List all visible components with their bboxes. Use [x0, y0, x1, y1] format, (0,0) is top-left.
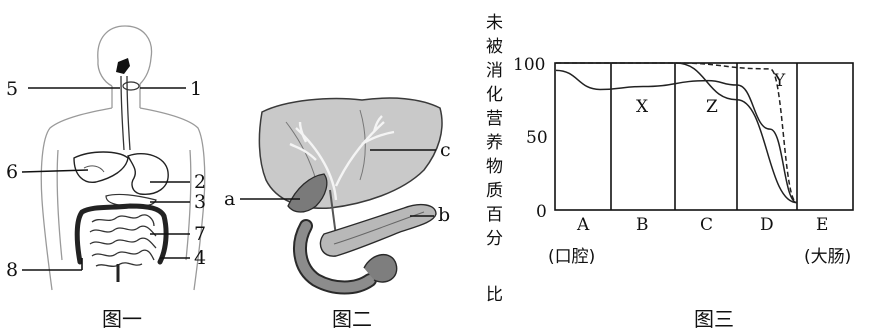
region-label-c: C	[700, 215, 713, 235]
figure2-illustration	[259, 98, 442, 287]
y-axis-char: 比	[486, 285, 503, 305]
figure1-organs	[74, 58, 168, 282]
pancreas-shape	[320, 205, 436, 257]
y-tick-100: 100	[513, 55, 545, 75]
mouth-teeth-organ	[116, 58, 130, 74]
y-axis-char: 化	[486, 85, 503, 105]
y-axis-char: 被	[486, 37, 503, 57]
y-axis-char: 未	[486, 13, 503, 33]
fig2-label-b: b	[438, 204, 450, 226]
y-axis-char: 消	[486, 61, 503, 81]
series-z-label: Z	[706, 97, 718, 117]
stomach-organ	[128, 154, 168, 195]
fig2-label-a: a	[224, 188, 235, 210]
chart-plot-area	[555, 63, 853, 210]
region-label-a: A	[576, 215, 590, 235]
salivary-gland-organ	[123, 82, 139, 90]
y-axis-char: 百	[486, 205, 503, 225]
y-axis-title: 未 被 消 化 营 养 物 质 百 分 比	[486, 13, 503, 305]
small-intestine-organ	[90, 215, 156, 266]
fig1-label-5: 5	[6, 78, 18, 100]
region-note-large-intestine: (大肠)	[804, 247, 851, 267]
y-tick-50: 50	[526, 128, 548, 148]
fig1-label-7: 7	[194, 223, 206, 245]
figure1-caption: 图一	[102, 307, 142, 331]
region-label-d: D	[760, 215, 774, 235]
y-axis-char: 质	[486, 181, 503, 201]
y-axis-char: 营	[486, 109, 503, 129]
fig1-label-6: 6	[6, 161, 18, 183]
fig2-label-c: c	[440, 139, 451, 161]
y-tick-0: 0	[536, 202, 547, 222]
region-label-e: E	[816, 215, 828, 235]
chart-frame	[555, 63, 853, 210]
fig1-label-8: 8	[6, 259, 18, 281]
figure3-caption: 图三	[694, 307, 734, 331]
fig1-label-4: 4	[194, 247, 206, 269]
fig1-label-1: 1	[190, 78, 202, 100]
liver-organ	[74, 152, 128, 182]
y-axis-char: 物	[486, 157, 503, 177]
figure2-caption: 图二	[332, 307, 372, 331]
fig1-label-2: 2	[194, 171, 206, 193]
y-axis-char: 养	[486, 133, 503, 153]
chart-curves	[556, 63, 797, 203]
region-note-mouth: (口腔)	[548, 247, 595, 267]
liver-shape	[259, 98, 442, 208]
region-label-b: B	[636, 215, 649, 235]
series-x-label: X	[636, 97, 649, 117]
y-axis-char: 分	[486, 229, 503, 249]
series-x-line	[556, 70, 797, 202]
fig1-label-3: 3	[194, 191, 206, 213]
series-y-label: Y	[773, 71, 786, 91]
